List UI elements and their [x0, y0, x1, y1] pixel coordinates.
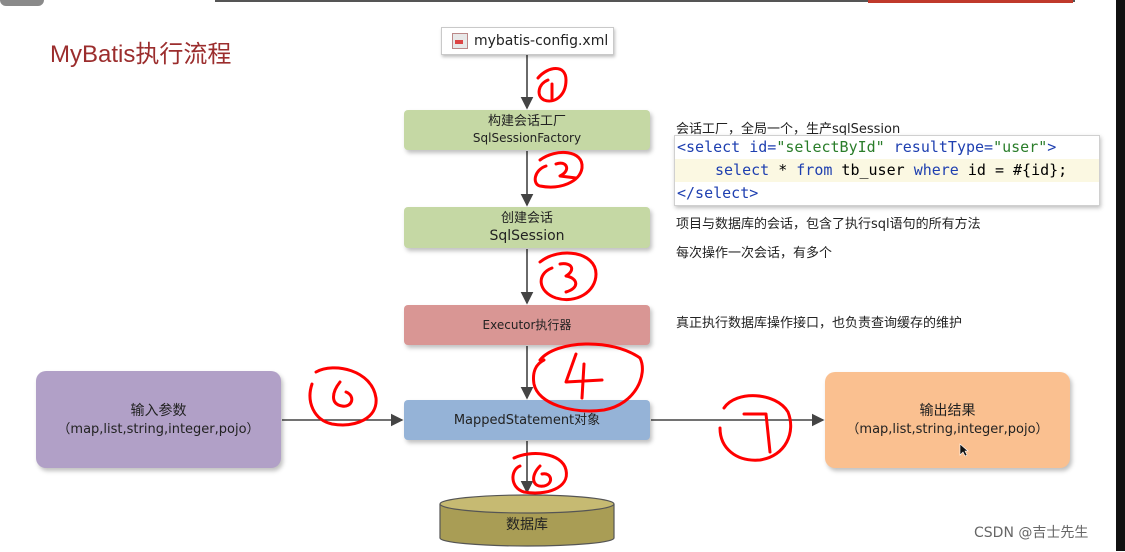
mappedstatement-node: MappedStatement对象	[404, 400, 650, 440]
session-description-2: 每次操作一次会话，有多个	[676, 246, 833, 261]
sqlsessionfactory-node: 构建会话工厂 SqlSessionFactory	[404, 110, 650, 150]
code-val-id: "selectById"	[776, 138, 885, 156]
code-highlight-line	[675, 159, 1099, 182]
input-params-node: 输入参数 （map,list,string,integer,pojo）	[36, 371, 281, 468]
code-condition: id = #{id};	[958, 161, 1068, 179]
session-description-1: 项目与数据库的会话，包含了执行sql语句的所有方法	[676, 217, 981, 232]
code-table: tb_user	[832, 161, 914, 179]
output-types: （map,list,string,integer,pojo）	[846, 422, 1049, 437]
code-line-3: </select>	[677, 184, 759, 202]
input-title: 输入参数	[130, 402, 187, 419]
database-label: 数据库	[506, 517, 548, 533]
session-subtitle: SqlSession	[489, 227, 565, 244]
sqlsession-node: 创建会话 SqlSession	[404, 207, 650, 248]
code-tag-close: >	[1047, 138, 1057, 156]
code-val-resulttype: "user"	[993, 138, 1048, 156]
code-line-2: select * from tb_user where id = #{id};	[715, 159, 1067, 182]
output-result-node: 输出结果 （map,list,string,integer,pojo）	[825, 372, 1070, 468]
factory-subtitle: SqlSessionFactory	[472, 131, 582, 145]
factory-description: 会话工厂，全局一个，生产sqlSession	[676, 122, 901, 137]
factory-title: 构建会话工厂	[487, 114, 566, 129]
output-title: 输出结果	[919, 403, 976, 419]
mapper-code-snippet: <select id="selectById" resultType="user…	[674, 135, 1100, 206]
code-attr-id: id=	[740, 138, 777, 156]
session-title: 创建会话	[500, 210, 553, 226]
top-divider	[215, 0, 1075, 2]
code-attr-resulttype: resultType=	[884, 138, 994, 156]
window-right-border	[1116, 0, 1125, 551]
code-kw-select: select	[715, 161, 770, 179]
code-tag-open: <select	[677, 138, 741, 156]
code-line-1: <select id="selectById" resultType="user…	[677, 136, 1056, 159]
window-logo-fragment	[0, 0, 44, 6]
code-kw-where: where	[913, 161, 959, 179]
config-file-label: mybatis-config.xml	[474, 33, 609, 49]
xml-file-icon	[452, 33, 468, 49]
watermark: CSDN @吉士先生	[974, 525, 1089, 541]
config-file-node: mybatis-config.xml	[441, 27, 614, 55]
mouse-cursor-icon	[959, 443, 969, 457]
input-types: （map,list,string,integer,pojo）	[57, 421, 260, 437]
executor-description: 真正执行数据库操作接口，也负责查询缓存的维护	[676, 316, 963, 331]
mapped-label: MappedStatement对象	[453, 412, 601, 428]
code-star: *	[769, 161, 797, 179]
database-cylinder-icon	[439, 494, 615, 547]
database-node: 数据库	[438, 492, 616, 548]
slide-title: MyBatis执行流程	[50, 41, 232, 68]
top-accent-bar	[868, 0, 1073, 3]
executor-node: Executor执行器	[404, 305, 650, 345]
code-kw-from: from	[796, 161, 833, 179]
executor-label: Executor执行器	[482, 317, 572, 332]
